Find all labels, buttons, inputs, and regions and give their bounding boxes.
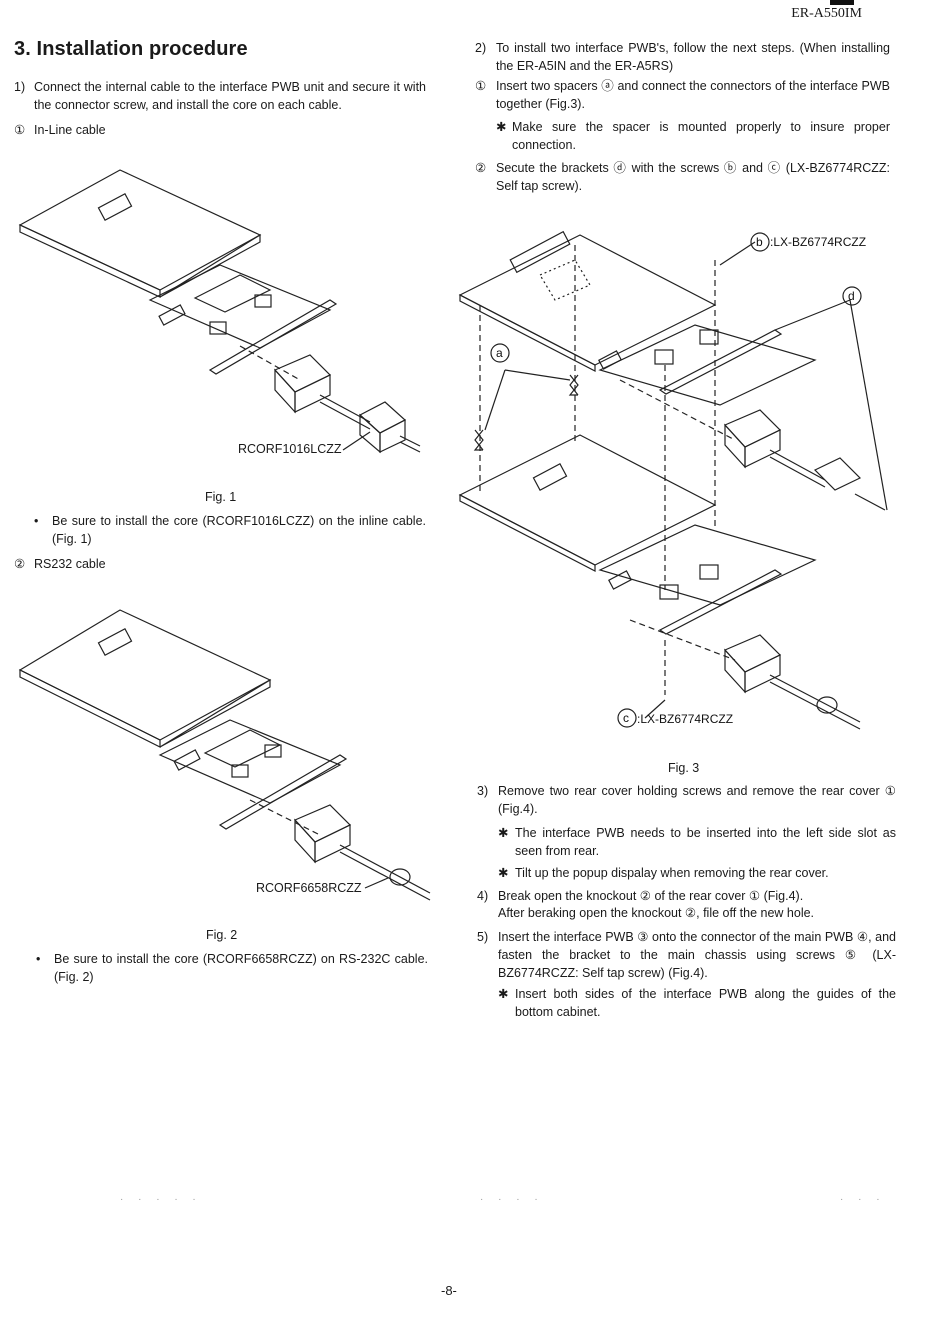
page-number: -8- xyxy=(441,1283,457,1298)
step-3-text: Remove two rear cover holding screws and… xyxy=(498,784,896,816)
callout-c: c xyxy=(623,711,629,725)
scan-artifact: · · · · xyxy=(480,1194,544,1205)
step-2b-num: ② xyxy=(475,161,487,175)
sub-1-text: In-Line cable xyxy=(34,123,106,137)
step-5-note-mark: ✱ xyxy=(498,987,509,1001)
callout-d: d xyxy=(848,289,855,303)
figure-2-diagram xyxy=(18,609,431,901)
step-2a-num: ① xyxy=(475,79,487,93)
sub-2-num: ② xyxy=(14,557,26,571)
note-1-bullet: • xyxy=(34,514,39,528)
figure-3-caption: Fig. 3 xyxy=(668,761,700,775)
step-5-note-text: Insert both sides of the interface PWB a… xyxy=(515,987,896,1019)
step-1-num: 1) xyxy=(14,80,26,94)
step-2b-text: Secute the brackets ⓓ with the screws ⓑ … xyxy=(496,161,890,193)
scan-artifact: · · · xyxy=(840,1194,886,1205)
step-3-note2-text: Tilt up the popup dispalay when removing… xyxy=(515,866,829,880)
sub-2-text: RS232 cable xyxy=(34,557,106,571)
step-2a-text: Insert two spacers ⓐ and connect the con… xyxy=(496,79,890,111)
note-1-text: Be sure to install the core (RCORF1016LC… xyxy=(52,514,426,546)
model-number: ER-A550IM xyxy=(791,6,862,21)
figure-2-caption: Fig. 2 xyxy=(206,928,238,942)
step-2-num: 2) xyxy=(475,41,487,55)
step-2a-note-text: Make sure the spacer is mounted properly… xyxy=(512,120,890,152)
figure-3-diagram: b :LX-BZ6774RCZZ d a c :LX-BZ6774RCZZ xyxy=(458,230,888,730)
figure-1-label: RCORF1016LCZZ xyxy=(238,442,342,456)
step-4-num: 4) xyxy=(477,889,489,903)
step-3-note2-mark: ✱ xyxy=(498,866,509,880)
section-title: 3. Installation procedure xyxy=(14,38,248,60)
step-3-note1-mark: ✱ xyxy=(498,826,509,840)
note-2-text: Be sure to install the core (RCORF6658RC… xyxy=(54,952,428,984)
step-5-text: Insert the interface PWB ③ onto the conn… xyxy=(498,930,896,980)
figure-2-label: RCORF6658RCZZ xyxy=(256,881,362,895)
step-2-text: To install two interface PWB's, follow t… xyxy=(496,41,890,73)
figure-1-caption: Fig. 1 xyxy=(205,490,237,504)
callout-a: a xyxy=(496,346,503,360)
step-1-text: Connect the internal cable to the interf… xyxy=(34,80,426,112)
step-3-num: 3) xyxy=(477,784,489,798)
header-bar xyxy=(830,0,854,5)
callout-c-text: :LX-BZ6774RCZZ xyxy=(637,712,733,726)
figure-1-diagram xyxy=(18,169,421,454)
step-4-text2: After beraking open the knockout ②, file… xyxy=(498,906,815,920)
step-2a-note-mark: ✱ xyxy=(496,120,507,134)
callout-b-text: :LX-BZ6774RCZZ xyxy=(770,235,866,249)
scan-artifact: · · · · · xyxy=(120,1194,202,1205)
note-2-bullet: • xyxy=(36,952,41,966)
step-3-note1-text: The interface PWB needs to be inserted i… xyxy=(515,826,896,858)
sub-1-num: ① xyxy=(14,123,26,137)
callout-b: b xyxy=(756,235,763,249)
step-5-num: 5) xyxy=(477,930,489,944)
step-4-text: Break open the knockout ② of the rear co… xyxy=(498,889,804,903)
